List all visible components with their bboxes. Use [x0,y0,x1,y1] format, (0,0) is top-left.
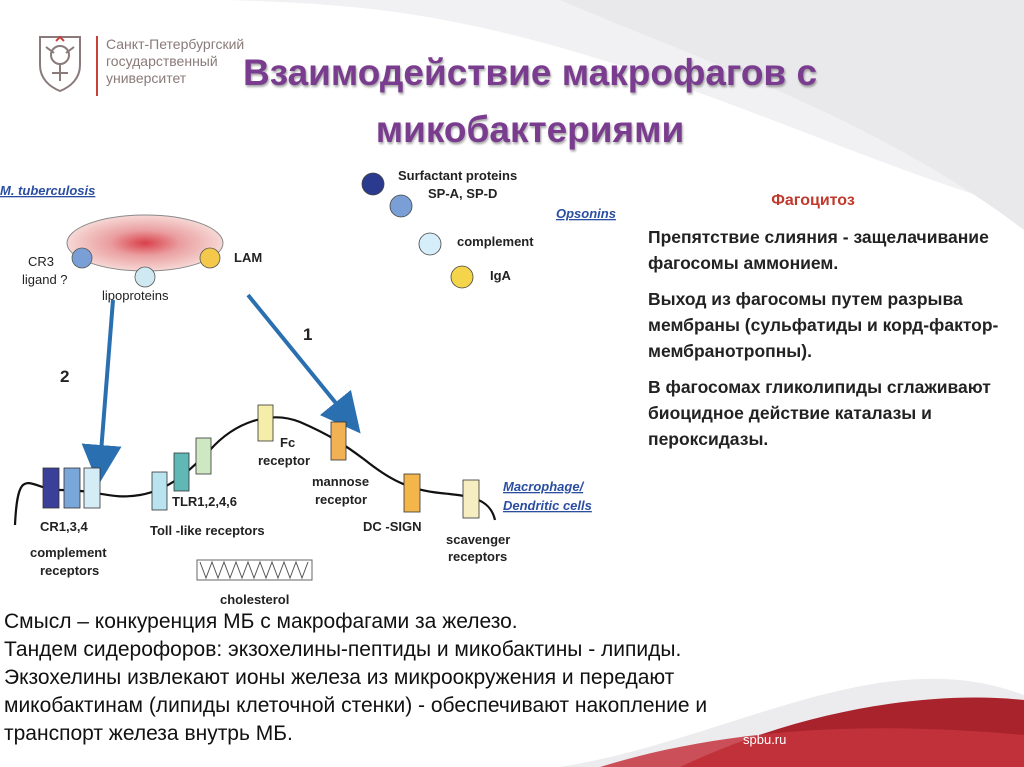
complement-label: complement [457,234,534,249]
phagocytosis-point-1: Препятствие слияния - защелачивание фаго… [648,227,989,273]
lam-label: LAM [234,250,262,265]
arrow-2 [81,299,122,485]
cr-receptor-2 [63,467,81,509]
opsonins-label: Opsonins [556,206,616,221]
scavenger-receptor [462,479,480,519]
lam-dot [199,247,221,269]
dc-sign-receptor [403,473,421,513]
complement-receptors-label-1: complement [30,545,107,560]
surfactant-dot-2 [389,194,413,218]
bottom-line-1: Смысл – конкуренция МБ с макрофагами за … [4,610,518,633]
complement-dot [418,232,442,256]
complement-receptors-label-2: receptors [40,563,99,578]
tlr-receptor-1 [151,471,168,511]
cholesterol-pattern [199,560,309,580]
cr3-label: CR3 [28,254,54,269]
macrophage-mycobacteria-diagram: M. tuberculosis CR3 ligand ? lipoprotein… [0,168,616,607]
lipoproteins-label: lipoproteins [102,288,169,303]
m-tuberculosis-label: M. tuberculosis [0,183,95,198]
scavenger-label-1: scavenger [446,532,510,547]
mannose-receptor [330,421,347,461]
bottom-line-5: транспорт железа внутрь МБ. [4,722,293,745]
ligand-label: ligand ? [22,272,68,287]
iga-dot [450,265,474,289]
phagocytosis-point-3: В фагосомах гликолипиды сглаживают биоци… [648,377,991,449]
arrow-1-label: 1 [303,325,312,344]
tlr-label: TLR1,2,4,6 [172,494,237,509]
bottom-line-2: Тандем сидерофоров: экзохелины-пептиды и… [4,638,682,661]
phagocytosis-panel: Фагоцитоз Препятствие слияния - защелачи… [648,192,1010,462]
fc-receptor [257,404,274,442]
dendritic-label: Dendritic cells [503,498,592,513]
iron-competition-text: Смысл – конкуренция МБ с макрофагами за … [4,608,1014,748]
phagocytosis-point-2: Выход из фагосомы путем разрыва мембраны… [648,289,999,361]
arrow-1 [246,293,361,434]
fc-label: Fc [280,435,295,450]
surfactant-dot-1 [361,172,385,196]
university-crest-icon [39,35,81,93]
phagocytosis-heading: Фагоцитоз [771,192,855,209]
scavenger-label-2: receptors [448,549,507,564]
fc-receptor-label: receptor [258,453,310,468]
arrow-2-label: 2 [60,367,69,386]
university-line-1: Санкт-Петербургский [106,36,245,52]
cr134-label: CR1,3,4 [40,519,88,534]
tlr-receptor-3 [195,437,212,475]
cr-receptor-1 [42,467,60,509]
macrophage-membrane [13,416,497,526]
cr3-ligand-dot [71,247,93,269]
tlr-receptor-2 [173,452,190,492]
cr-receptor-3 [83,467,101,509]
footer-site-link[interactable]: spbu.ru [743,732,787,747]
toll-label: Toll -like receptors [150,523,265,538]
university-name: Санкт-Петербургский государственный унив… [96,36,336,96]
dc-sign-label: DC -SIGN [363,519,422,534]
university-line-2: государственный [106,53,218,69]
iga-label: IgA [490,268,512,283]
slide-title: Взаимодействие макрофагов с микобактерия… [150,44,910,158]
title-line-2: микобактериями [375,109,685,150]
bottom-line-3: Экзохелины извлекают ионы железа из микр… [4,666,675,689]
lipoprotein-dot [134,266,156,288]
spa-spd-label: SP-A, SP-D [428,186,497,201]
macrophage-label: Macrophage/ [503,479,585,494]
mannose-label: mannose [312,474,369,489]
mannose-receptor-label: receptor [315,492,367,507]
title-line-1: Взаимодействие макрофагов с [242,52,818,93]
bottom-line-4: микобактинам (липиды клеточной стенки) -… [4,694,708,717]
university-line-3: университет [106,70,187,86]
surfactant-label: Surfactant proteins [398,168,517,183]
cholesterol-label: cholesterol [220,592,289,607]
